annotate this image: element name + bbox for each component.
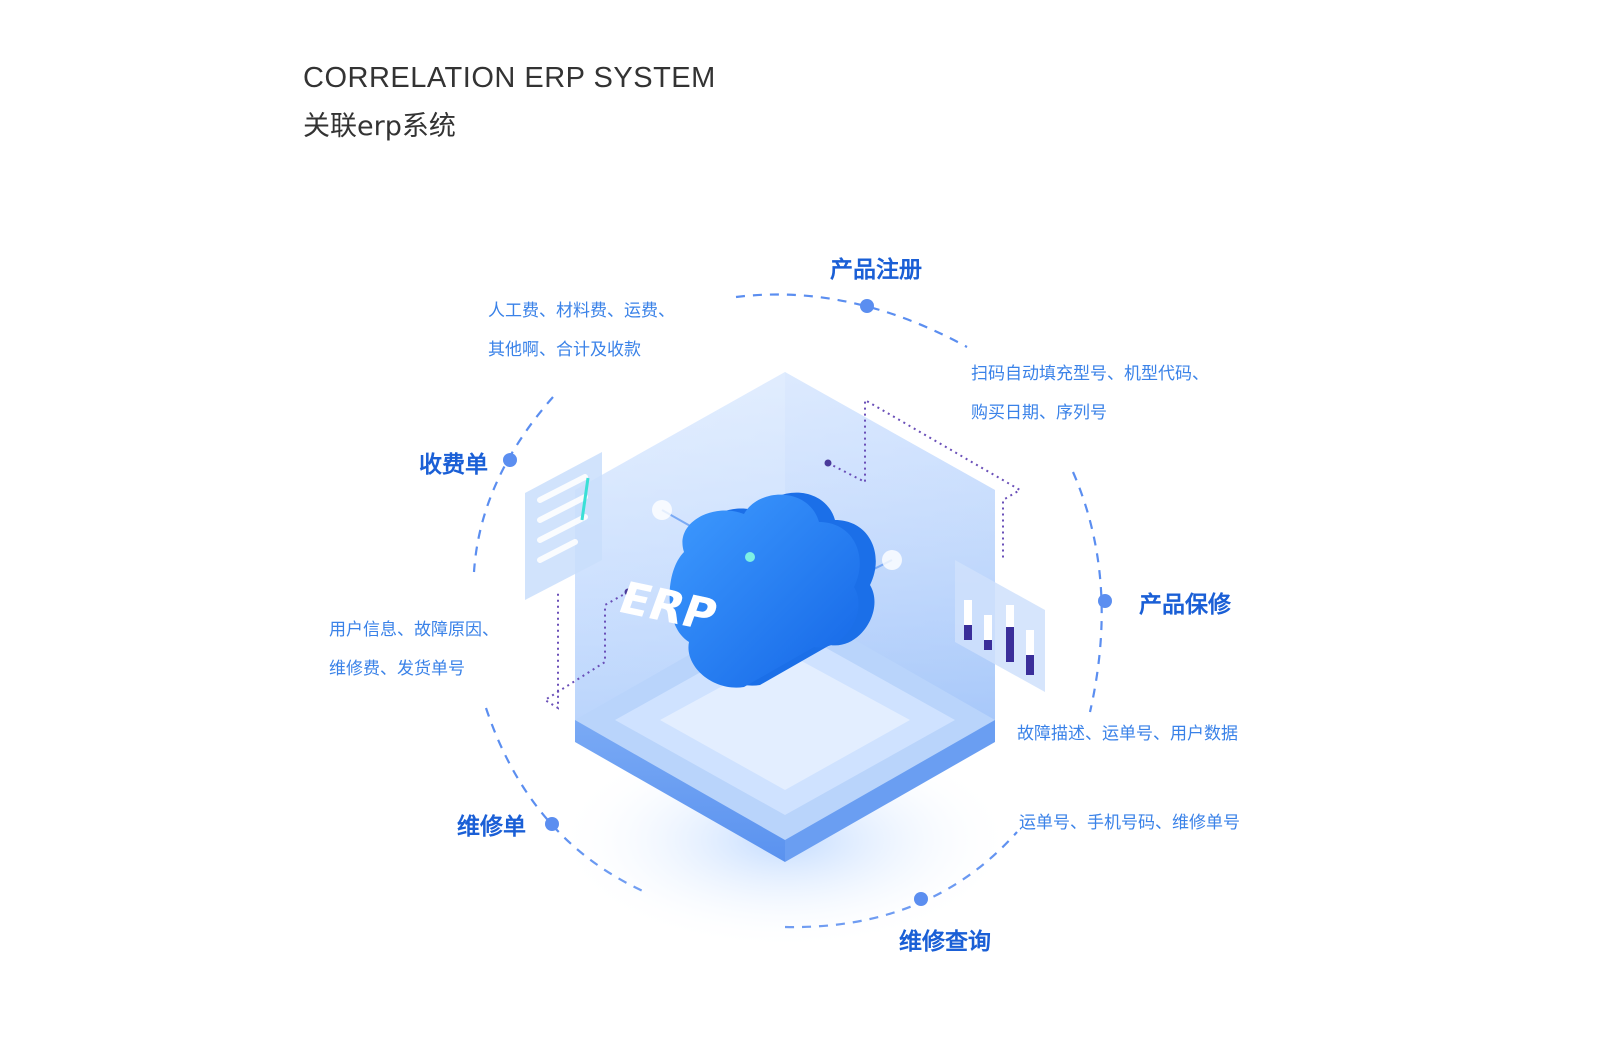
- document-panel-icon: [525, 452, 602, 600]
- desc-fee-bill: 人工费、材料费、运费、 其他啊、合计及收款: [488, 292, 675, 370]
- node-product-warranty: 产品保修: [1139, 592, 1231, 618]
- desc-repair-query: 运单号、手机号码、维修单号: [1019, 804, 1240, 843]
- desc-repair-bill-line-2: 维修费、发货单号: [329, 659, 465, 679]
- desc-repair-query-line-1: 运单号、手机号码、维修单号: [1019, 813, 1240, 833]
- page-title-en: CORRELATION ERP SYSTEM: [303, 62, 716, 94]
- desc-fee-bill-line-2: 其他啊、合计及收款: [488, 340, 641, 360]
- node-fee-bill: 收费单: [419, 452, 488, 478]
- desc-product-warranty-line-1: 故障描述、运单号、用户数据: [1017, 724, 1238, 744]
- desc-product-register-line-2: 购买日期、序列号: [971, 403, 1107, 423]
- node-product-register: 产品注册: [830, 257, 922, 283]
- cloud-icon: ERP: [612, 492, 876, 688]
- desc-product-register-line-1: 扫码自动填充型号、机型代码、: [971, 364, 1209, 384]
- node-repair-query: 维修查询: [899, 929, 991, 955]
- page-title-cn: 关联erp系统: [303, 111, 456, 142]
- ring-dots: [503, 299, 1112, 906]
- desc-repair-bill-line-1: 用户信息、故障原因、: [329, 620, 499, 640]
- bar-chart-panel-icon: [955, 560, 1045, 692]
- desc-repair-bill: 用户信息、故障原因、 维修费、发货单号: [329, 611, 499, 689]
- node-repair-bill: 维修单: [457, 814, 526, 840]
- desc-fee-bill-line-1: 人工费、材料费、运费、: [488, 301, 675, 321]
- desc-product-warranty: 故障描述、运单号、用户数据: [1017, 715, 1238, 754]
- desc-product-register: 扫码自动填充型号、机型代码、 购买日期、序列号: [971, 355, 1209, 433]
